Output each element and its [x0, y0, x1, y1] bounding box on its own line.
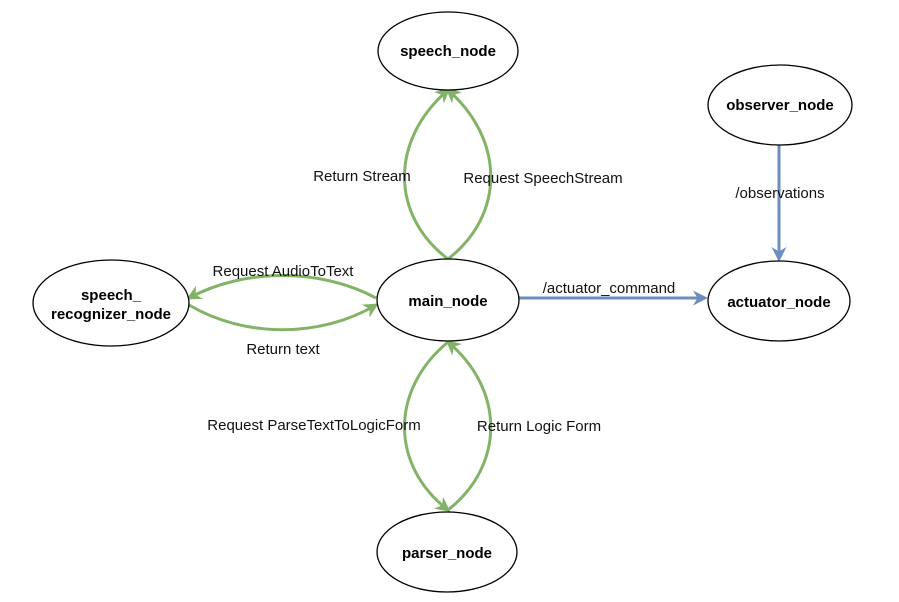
- actuator-node-label: actuator_node: [727, 294, 830, 311]
- parser-node[interactable]: parser_node: [376, 511, 518, 593]
- actuator-node[interactable]: actuator_node: [707, 260, 851, 342]
- observer-node[interactable]: observer_node: [707, 64, 853, 146]
- label-request-audiototext: Request AudioToText: [213, 263, 355, 280]
- edge-request-audiototext: [186, 274, 377, 300]
- speech-recognizer-node-label-line1: speech_: [81, 287, 142, 304]
- main-node[interactable]: main_node: [376, 258, 520, 342]
- speech-node-label: speech_node: [400, 43, 496, 60]
- label-request-parsetext: Request ParseTextToLogicForm: [207, 417, 420, 434]
- label-actuator-command: /actuator_command: [543, 280, 676, 297]
- edge-request-parsetext: [403, 340, 451, 512]
- edge-return-logic-form: [445, 340, 493, 512]
- main-node-label: main_node: [408, 293, 487, 310]
- label-observations: /observations: [735, 185, 824, 202]
- observer-node-label: observer_node: [726, 97, 834, 114]
- edge-return-stream: [403, 88, 451, 261]
- edge-return-text: [188, 303, 379, 332]
- speech-recognizer-node-label-line2: recognizer_node: [51, 306, 171, 323]
- speech-node[interactable]: speech_node: [377, 11, 519, 91]
- label-return-text: Return text: [246, 341, 320, 358]
- parser-node-label: parser_node: [402, 545, 492, 562]
- label-return-stream: Return Stream: [313, 168, 411, 185]
- label-return-logic-form: Return Logic Form: [477, 418, 601, 435]
- speech-recognizer-node[interactable]: speech_ recognizer_node: [32, 259, 190, 347]
- label-request-speechstream: Request SpeechStream: [463, 170, 622, 187]
- edge-request-speechstream: [445, 88, 493, 261]
